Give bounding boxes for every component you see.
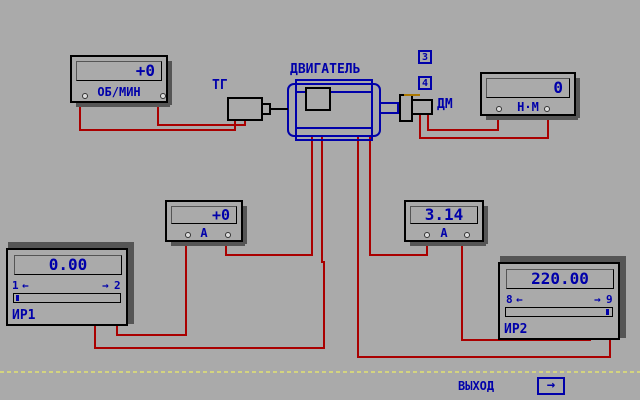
rheostat-2-right-num: 9 (606, 293, 613, 306)
ammeter-2: 3.14 А (404, 200, 488, 246)
rheostat-2: 220.00 8 ← → 9 ИР2 (498, 256, 626, 340)
rheostat-1-label: ИР1 (12, 308, 36, 323)
terminal[interactable] (225, 232, 231, 238)
tg-label: ТГ (212, 78, 228, 93)
rpm-display: +0 (76, 61, 162, 81)
ammeter-1-unit: А (200, 226, 208, 240)
wire-dm-torque-2 (427, 108, 499, 131)
box-4[interactable]: 4 (418, 76, 432, 90)
ammeter-1: +0 А (165, 200, 247, 246)
rheostat-2-left-num: 8 (506, 293, 513, 306)
rheostat-1-left-num: 1 (12, 279, 19, 292)
tachogenerator-icon (227, 97, 288, 121)
ammeter-2-unit: А (440, 226, 448, 240)
torque-unit: Н·М (517, 100, 539, 114)
rheostat-2-right-arrow-icon[interactable]: → (594, 293, 601, 306)
box-3[interactable]: 3 (418, 50, 432, 64)
ammeter-1-display: +0 (171, 206, 237, 224)
exit-label[interactable]: ВЫХОД (458, 379, 495, 393)
torque-meter: 0 Н·М (480, 72, 580, 120)
terminal[interactable] (185, 232, 191, 238)
terminal[interactable] (424, 232, 430, 238)
rpm-meter: +0 ОБ/МИН (70, 55, 172, 107)
torque-display: 0 (486, 78, 570, 98)
exit-arrow-icon[interactable]: → (537, 377, 565, 395)
rheostat-1-display: 0.00 (14, 255, 122, 275)
dynamometer-icon (399, 94, 433, 122)
wire-dm-torque-1 (419, 108, 549, 139)
wire-rpm-tg-2 (157, 100, 246, 126)
rheostat-1-knob[interactable] (16, 295, 19, 301)
motor-label: ДВИГАТЕЛЬ (290, 62, 361, 77)
terminal[interactable] (82, 93, 88, 99)
wire-motor-amm1 (225, 98, 313, 256)
wire-amm1-rheo1 (116, 238, 187, 336)
rheostat-2-knob[interactable] (606, 309, 609, 315)
rheostat-1: 0.00 1 ← → 2 ИР1 (6, 242, 134, 326)
terminal[interactable] (464, 232, 470, 238)
terminal[interactable] (160, 93, 166, 99)
rpm-unit: ОБ/МИН (97, 85, 141, 99)
rheostat-2-display: 220.00 (506, 269, 614, 289)
rheostat-1-left-arrow-icon[interactable]: ← (22, 279, 29, 292)
rheostat-2-slider[interactable] (505, 307, 613, 317)
dm-label: ДМ (437, 97, 453, 112)
rheostat-2-label: ИР2 (504, 322, 528, 337)
rheostat-1-right-num: 2 (114, 279, 121, 292)
terminal[interactable] (496, 106, 502, 112)
rheostat-1-slider[interactable] (13, 293, 121, 303)
rheostat-2-left-arrow-icon[interactable]: ← (516, 293, 523, 306)
rheostat-1-right-arrow-icon[interactable]: → (102, 279, 109, 292)
terminal[interactable] (544, 106, 550, 112)
wire-motor-rheo1 (94, 98, 325, 349)
ammeter-2-display: 3.14 (410, 206, 478, 224)
motor-icon (287, 79, 399, 141)
